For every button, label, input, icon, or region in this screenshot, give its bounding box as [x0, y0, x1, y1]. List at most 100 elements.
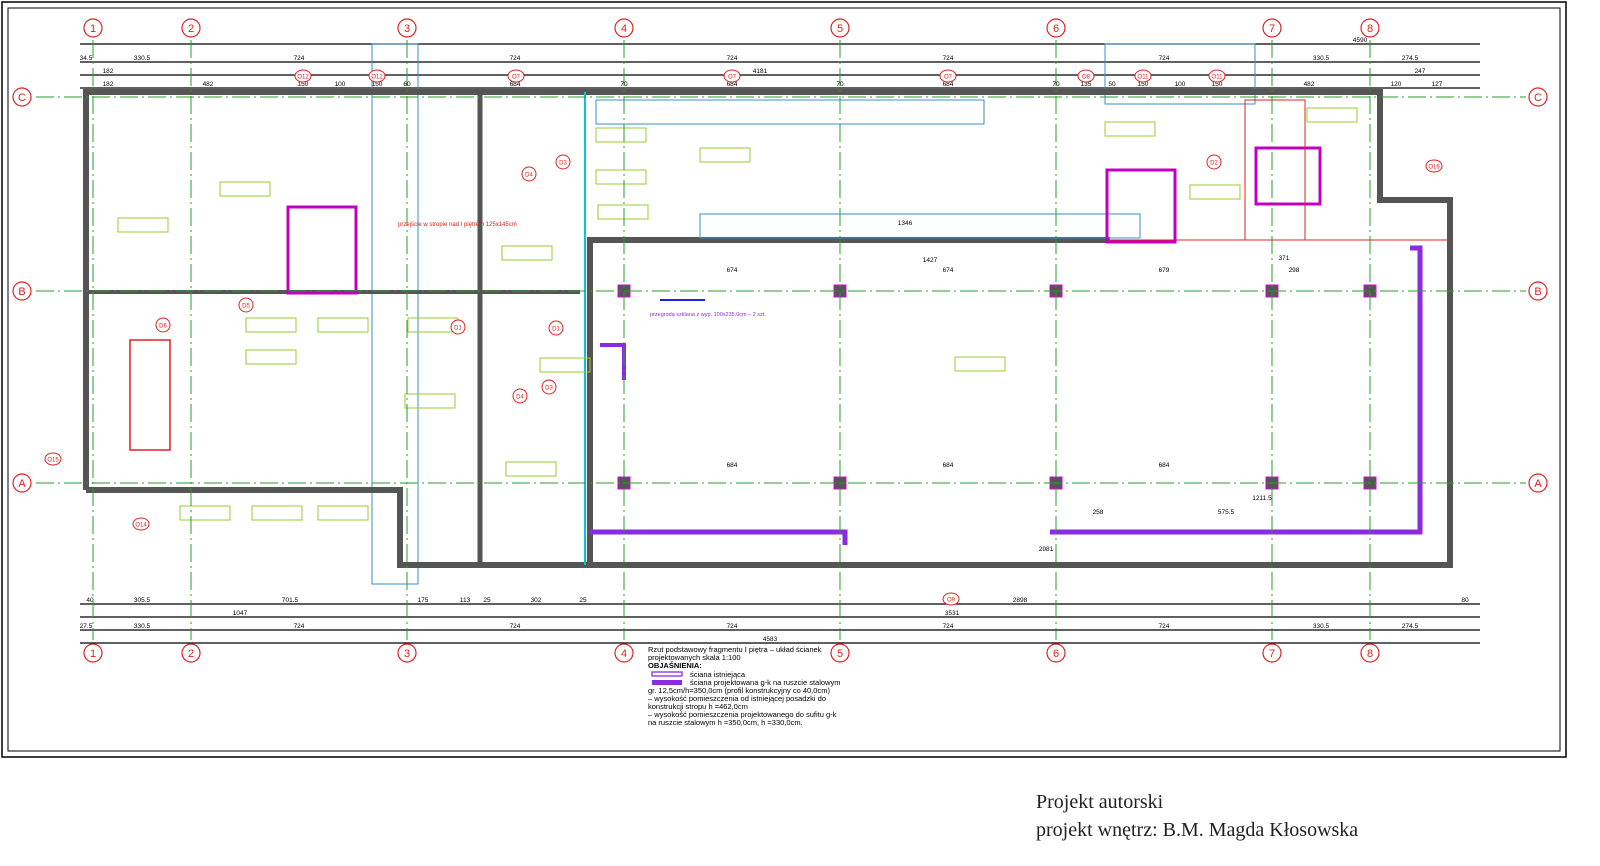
axis-bubble-5 — [830, 18, 850, 38]
axis-label-7: 7 — [1269, 23, 1275, 35]
legend-swatch-existing — [651, 671, 683, 677]
room-open-hall-outline — [589, 239, 1451, 566]
window-bay — [595, 99, 985, 125]
dim-inner-value: 674 — [943, 267, 954, 274]
window-tag-label: O11 — [1138, 75, 1150, 81]
legend: Rzut podstawowy fragmentu I piętra – ukł… — [648, 645, 840, 727]
room-label-box — [245, 349, 297, 365]
dim-top-row3-value: 50 — [1108, 81, 1116, 88]
room-label-box — [251, 505, 303, 521]
dim-top-row3-value: 120 — [1391, 81, 1402, 88]
title-block: Projekt autorski projekt wnętrz: B.M. Ma… — [1036, 788, 1358, 844]
dim-top-row2-value: 4181 — [753, 68, 768, 75]
window-tag-circle — [507, 69, 525, 83]
axis-bubble-7 — [1262, 18, 1282, 38]
axis-bubble-A — [1528, 473, 1548, 493]
dim-bottom-row1-value: 113 — [460, 597, 471, 604]
room-label-box — [117, 217, 169, 233]
door-tag-circle — [548, 320, 564, 336]
axis-label-5: 5 — [837, 23, 843, 35]
dim-bottom-row3-value: 724 — [294, 623, 305, 630]
room-label-box — [595, 127, 647, 143]
legend-existing-wall: ściana istniejąca — [690, 670, 746, 679]
dim-bottom-row2-value: 1047 — [233, 610, 248, 617]
room-label-box — [404, 393, 456, 409]
axis-label-6: 6 — [1053, 648, 1059, 660]
dim-inner-value: 679 — [1159, 267, 1170, 274]
dim-top-overall-value: 4590 — [1353, 37, 1368, 44]
window-tag-circle — [368, 69, 386, 83]
room-label-box — [1104, 121, 1156, 137]
axis-bubble-6 — [1046, 18, 1066, 38]
axis-bubble-4 — [614, 643, 634, 663]
window-tag-circle — [132, 517, 150, 531]
dim-top-row3-value: 127 — [1432, 81, 1443, 88]
window-tag-label: O16 — [1428, 165, 1440, 171]
dim-top-row1-value: 724 — [510, 55, 521, 62]
legend-new-wall: ściana projektowana g-k na ruszcie stalo… — [690, 678, 840, 687]
axis-bubble-3 — [397, 643, 417, 663]
dim-inner-value: 684 — [943, 462, 954, 469]
axis-label-2: 2 — [188, 23, 194, 35]
axis-label-2: 2 — [188, 648, 194, 660]
dim-top-row3-value: 150 — [1138, 81, 1149, 88]
dim-bottom-row2-value: 3531 — [945, 610, 960, 617]
dim-bottom-row3-value: 724 — [1159, 623, 1170, 630]
dim-bottom-row3-value: 330.5 — [1313, 623, 1330, 630]
window-tag-circle — [1134, 69, 1152, 83]
door-tag-label: D4 — [516, 395, 524, 401]
dim-top-row3-value: 150 — [372, 81, 383, 88]
dim-top-row1-value: 724 — [727, 55, 738, 62]
dim-inner-value: 684 — [727, 462, 738, 469]
door-tag-circle — [155, 317, 171, 333]
room-label-box — [245, 317, 297, 333]
axis-label-C: C — [1534, 92, 1542, 104]
room-label-box — [219, 181, 271, 197]
door-tag-label: D1 — [552, 327, 560, 333]
axis-bubble-B — [12, 281, 32, 301]
door-tag-circle — [541, 379, 557, 395]
room-label-box — [539, 357, 591, 373]
window-tag-label: O8 — [1082, 75, 1091, 81]
window-tag-label: O9 — [947, 598, 956, 604]
note-opening: przejście w stropie nad I piętrem 125x14… — [398, 222, 517, 228]
door-tag-circle — [238, 297, 254, 313]
note-glass-partition: przegroda szklana z wyp. 100x235,0cm – 2… — [650, 312, 766, 318]
window-tag-circle — [1208, 69, 1226, 83]
legend-heading: OBJAŚNIENIA: — [648, 661, 702, 670]
window-tag-circle — [44, 452, 62, 466]
dim-top-row2-value: 182 — [103, 68, 114, 75]
axis-bubble-1 — [83, 643, 103, 663]
legend-line3: gr. 12,5cm/h=350,0cm (profil konstrukcyj… — [648, 686, 830, 695]
axis-label-3: 3 — [404, 648, 410, 660]
axis-label-7: 7 — [1269, 648, 1275, 660]
dim-inner-value: 2981 — [1039, 546, 1054, 553]
dim-top-row3-value: 150 — [1212, 81, 1223, 88]
window-tag-circle — [939, 69, 957, 83]
legend-line4: – wysokość pomieszczenia od istniejącej … — [648, 694, 826, 703]
legend-title-line2: projektowanych skala 1:100 — [648, 653, 741, 662]
room-label-box — [699, 147, 751, 163]
dim-inner-value: 674 — [727, 267, 738, 274]
dim-bottom-row1-value: 40 — [86, 597, 94, 604]
room-label-box — [179, 505, 231, 521]
dim-top-row3-value: 684 — [510, 81, 521, 88]
window-tag-circle — [942, 592, 960, 606]
dim-top-row1-value: 274.5 — [1402, 55, 1419, 62]
room-label-box — [501, 245, 553, 261]
dim-inner-value: 684 — [1159, 462, 1170, 469]
elevator-shaft — [1254, 146, 1322, 206]
axis-bubble-A — [12, 473, 32, 493]
window-bay — [699, 213, 1141, 239]
axis-label-8: 8 — [1367, 23, 1373, 35]
dim-top-row3-value: 482 — [203, 81, 214, 88]
dim-top-row3-value: 150 — [298, 81, 309, 88]
legend-swatch-new — [652, 680, 682, 685]
exterior-wall — [83, 89, 1453, 568]
legend-line5: konstrukcji stropu h =462,0cm — [648, 702, 748, 711]
dim-top-row1-value: 724 — [294, 55, 305, 62]
axis-bubble-7 — [1262, 643, 1282, 663]
dim-inner-value: 1427 — [923, 257, 938, 264]
